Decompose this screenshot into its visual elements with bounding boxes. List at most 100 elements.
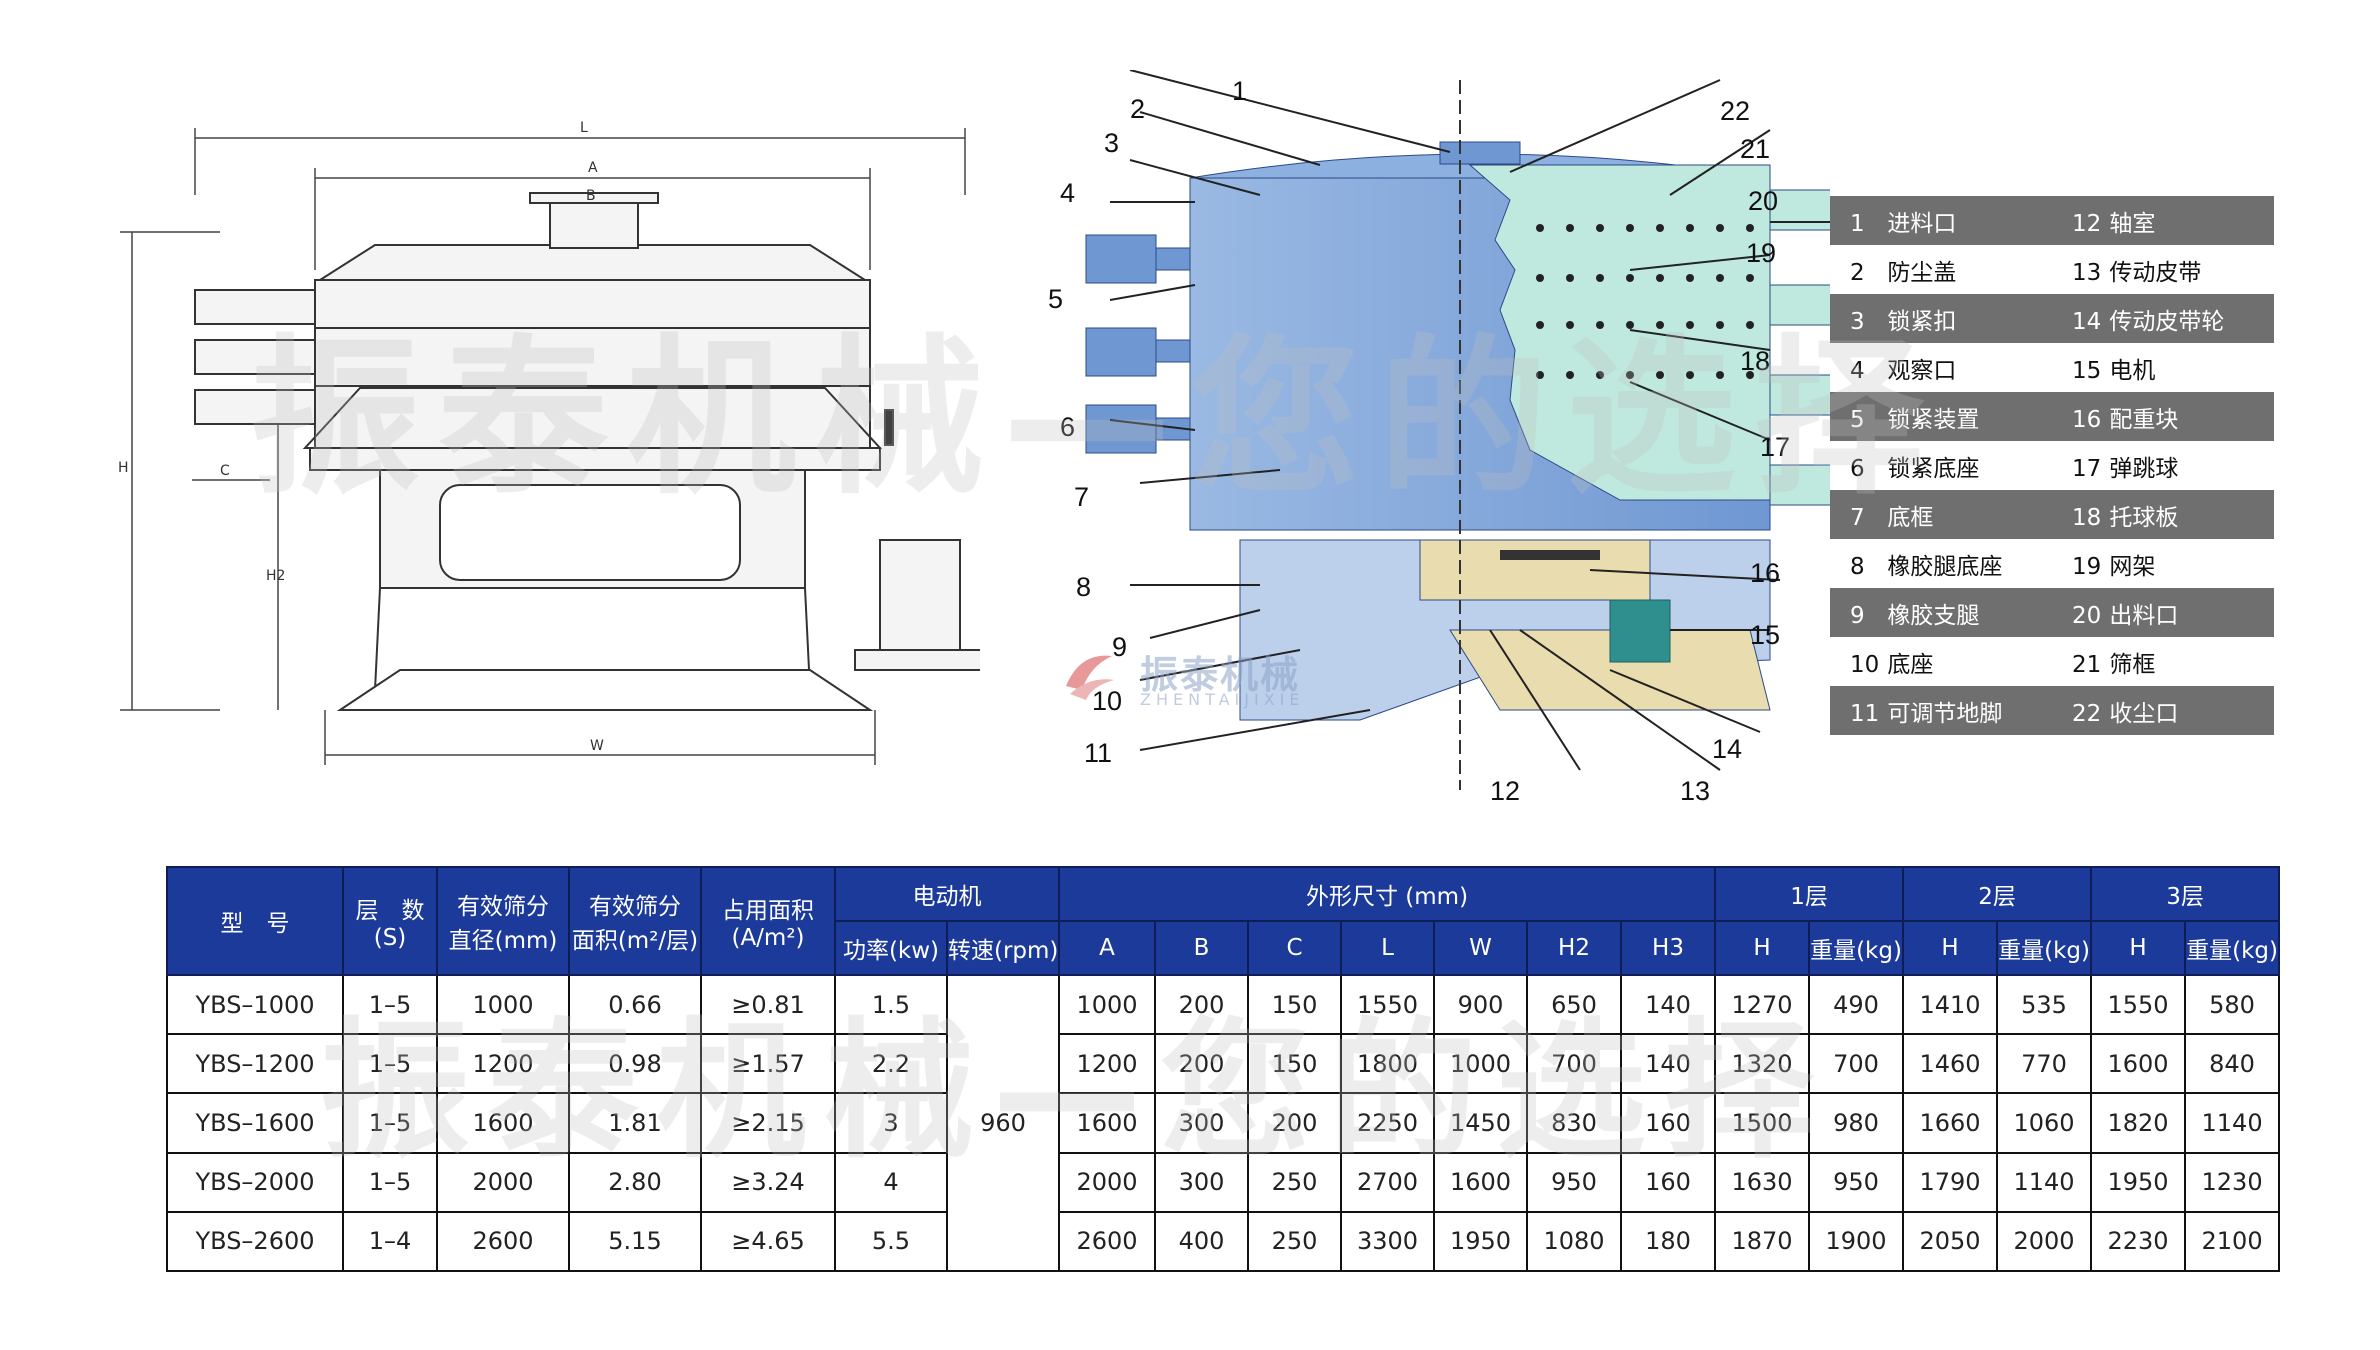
cell-power: 1.5: [834, 973, 948, 1036]
header-h-1: H: [1714, 920, 1811, 976]
legend-item-16: 16 配重块: [2052, 392, 2274, 441]
cell-dim: 1800: [1340, 1033, 1435, 1095]
legend-number: 21: [2072, 651, 2102, 678]
legend-item-6: 6 锁紧底座: [1830, 441, 2052, 490]
callout-17: 17: [1760, 432, 1791, 462]
legend-number: 5: [1850, 406, 1865, 433]
cell-h-layer2: 1660: [1902, 1092, 1999, 1154]
cell-h-layer2: 1790: [1902, 1151, 1999, 1213]
legend-item-4: 4 观察口: [1830, 343, 2052, 392]
cell-footprint: ≥0.81: [700, 973, 836, 1036]
legend-item-5: 5 锁紧装置: [1830, 392, 2052, 441]
spec-table: 型 号 层 数(S) 有效筛分直径(mm) 有效筛分面积(m²/层) 占用面积(…: [166, 866, 2281, 1273]
cell-dim: 3300: [1340, 1210, 1435, 1273]
callout-22: 22: [1720, 96, 1751, 126]
cell-dim: 1600: [1433, 1151, 1528, 1213]
cell-power: 2.2: [834, 1033, 948, 1095]
legend-label: 轴室: [2109, 210, 2156, 237]
legend-item-19: 19 网架: [2052, 539, 2274, 588]
legend-label: 电机: [2109, 357, 2156, 384]
callout-9: 9: [1112, 632, 1128, 662]
legend-label: 收尘口: [2109, 700, 2179, 727]
cell-dim: 150: [1247, 973, 1342, 1036]
cell-power: 5.5: [834, 1210, 948, 1273]
cell-h-layer3: 1600: [2090, 1033, 2187, 1095]
cell-dim: 300: [1154, 1092, 1249, 1154]
cell-area: 0.66: [568, 973, 702, 1036]
cell-speed: 960: [946, 974, 1060, 1272]
legend-number: 1: [1850, 210, 1865, 237]
legend-label: 配重块: [2109, 406, 2179, 433]
legend-item-17: 17 弹跳球: [2052, 441, 2274, 490]
callout-16: 16: [1750, 558, 1781, 588]
legend-number: 4: [1850, 357, 1865, 384]
cell-h-layer1: 1870: [1714, 1210, 1811, 1273]
header-motor: 电动机: [834, 866, 1060, 922]
cell-area: 5.15: [568, 1210, 702, 1273]
header-dim-h2: H2: [1526, 920, 1622, 976]
cell-dim: 830: [1526, 1092, 1622, 1154]
svg-text:W: W: [590, 738, 604, 754]
cell-dim: 140: [1619, 1033, 1717, 1095]
cell-dim: 250: [1247, 1151, 1342, 1213]
dimension-drawing: L A B C H H2 W: [118, 120, 980, 765]
legend-label: 底框: [1887, 504, 1934, 531]
cell-footprint: ≥3.24: [700, 1151, 836, 1213]
cell-dim: 200: [1154, 1033, 1249, 1095]
legend-number: 14: [2072, 308, 2102, 335]
cell-weight-layer2: 770: [1996, 1033, 2093, 1095]
cross-section-diagram: [1085, 70, 1830, 790]
legend-number: 15: [2072, 357, 2102, 384]
callout-8: 8: [1076, 572, 1092, 602]
cell-diameter: 1200: [436, 1033, 570, 1095]
svg-text:B: B: [586, 188, 596, 204]
cell-dim: 300: [1154, 1151, 1249, 1213]
legend-label: 传动皮带轮: [2109, 308, 2225, 335]
cell-dim: 2700: [1340, 1151, 1435, 1213]
callout-5: 5: [1048, 284, 1064, 314]
legend-item-9: 9 橡胶支腿: [1830, 588, 2052, 637]
cell-dim: 1000: [1433, 1033, 1528, 1095]
callout-12: 12: [1490, 776, 1521, 806]
legend-item-15: 15 电机: [2052, 343, 2274, 392]
cell-h-layer3: 1820: [2090, 1092, 2187, 1154]
cell-dim: 160: [1619, 1092, 1717, 1154]
legend-item-12: 12 轴室: [2052, 196, 2274, 245]
cell-power: 4: [834, 1151, 948, 1213]
header-dims: 外形尺寸 (mm): [1057, 866, 1717, 922]
header-model: 型 号: [166, 866, 344, 976]
cell-weight-layer2: 1140: [1996, 1151, 2093, 1213]
cell-h-layer2: 2050: [1902, 1210, 1999, 1273]
legend-number: 22: [2072, 700, 2102, 727]
header-layer-1: 1层: [1714, 866, 1905, 922]
brand-logo-icon: [1066, 655, 1114, 700]
legend-label: 传动皮带: [2109, 259, 2202, 286]
cell-weight-layer2: 535: [1996, 973, 2093, 1036]
callout-20: 20: [1748, 186, 1779, 216]
legend-label: 网架: [2109, 553, 2156, 580]
cell-area: 0.98: [568, 1033, 702, 1095]
header-speed: 转速(rpm): [946, 920, 1060, 976]
cell-dim: 2600: [1058, 1210, 1156, 1273]
callout-7: 7: [1074, 482, 1090, 512]
cell-h-layer3: 1950: [2090, 1151, 2187, 1213]
callout-15: 15: [1750, 620, 1781, 650]
cell-dim: 200: [1154, 973, 1249, 1036]
legend-label: 锁紧底座: [1887, 455, 1980, 482]
cell-dim: 1200: [1058, 1033, 1156, 1095]
cell-weight-layer1: 490: [1808, 973, 1905, 1036]
svg-text:A: A: [588, 160, 598, 176]
legend-item-1: 1 进料口: [1830, 196, 2052, 245]
callout-2: 2: [1130, 94, 1146, 124]
legend-label: 锁紧扣: [1887, 308, 1957, 335]
header-weight-1: 重量(kg): [1808, 920, 1905, 976]
